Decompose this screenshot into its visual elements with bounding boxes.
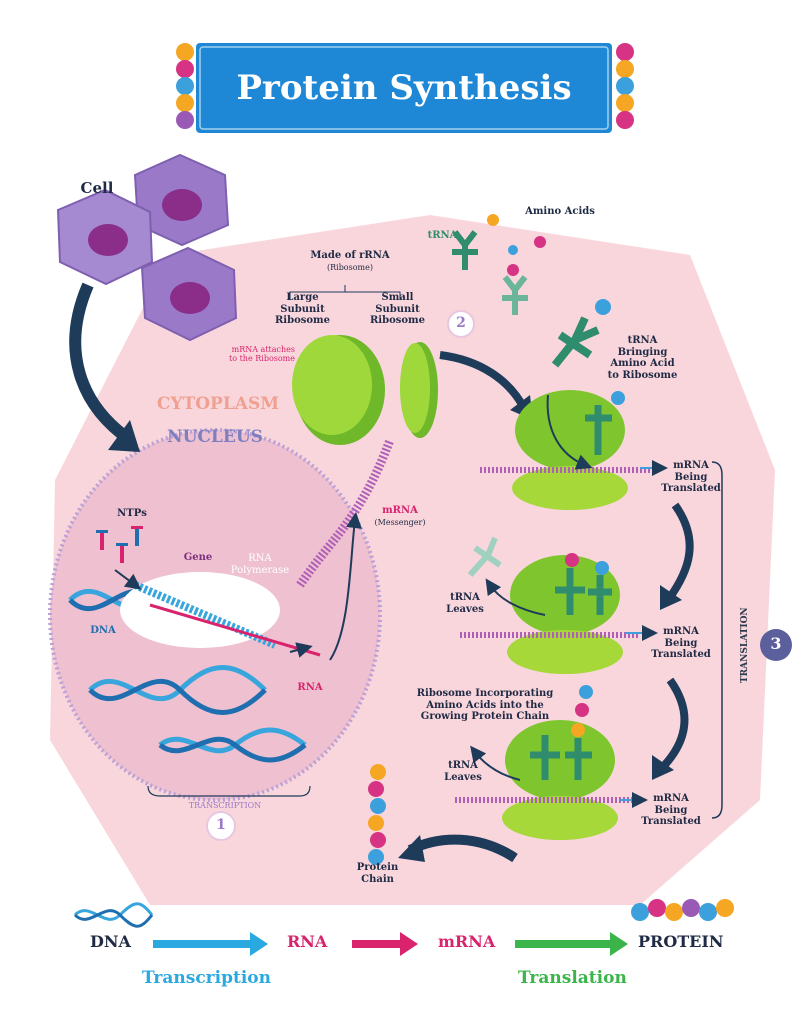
trna-leaving: [467, 536, 502, 578]
bottom-dna-icon: [73, 902, 154, 928]
cytoplasm-label: CYTOPLASM: [156, 394, 280, 414]
flow-rna: RNA: [287, 932, 328, 951]
ribosome-1: [480, 390, 660, 510]
rna-polymerase-label: RNA Polymerase: [230, 553, 290, 576]
title-container: Protein Synthesis: [196, 43, 612, 133]
cell-to-nucleus-arrow: [69, 282, 134, 445]
flow-arrow-dna-rna: [153, 932, 268, 956]
title-beads-right: [616, 43, 634, 129]
mrna-translated-label-2: mRNA Being Translated: [651, 626, 711, 660]
protein-chain-label: Protein Chain: [356, 862, 399, 885]
amino-acids-label: Amino Acids: [525, 206, 595, 217]
dna-helix-lower: [88, 665, 267, 715]
rna-transcript: [149, 603, 321, 657]
dna-helix-bottom: [158, 727, 307, 763]
cell-label: Cell: [80, 179, 114, 197]
title-banner: [196, 43, 612, 133]
step-3-badge: [760, 629, 792, 661]
mrna-translated-label-3: mRNA Being Translated: [641, 793, 701, 827]
trna-label-top: tRNA: [427, 230, 458, 241]
ribosome-incorporating-label: Ribosome Incorporating Amino Acids into …: [416, 688, 554, 722]
bottom-protein-beads: [631, 899, 734, 921]
flow-translation: Translation: [518, 968, 627, 988]
transcription-caption: TRANSCRIPTION: [188, 801, 262, 810]
small-subunit-ribosome: [400, 342, 438, 438]
trna-bringing-label: tRNA Bringing Amino Acid to Ribosome: [607, 335, 678, 381]
large-subunit-ribosome: [292, 335, 385, 445]
flow-mrna: mRNA: [438, 932, 496, 951]
flow-arrow-rna-mrna: [352, 932, 418, 956]
translation-bracket: [711, 461, 723, 819]
ribosome-paren-label: (Ribosome): [326, 263, 373, 272]
ribosome-2: [460, 553, 640, 674]
nucleus-label: NUCLEUS: [167, 427, 263, 447]
gene-label: Gene: [183, 552, 213, 563]
large-subunit-label: Large Subunit Ribosome: [274, 292, 330, 326]
mrna-attaches-label: mRNA attaches to the Ribosome: [229, 345, 295, 364]
dna-label: DNA: [90, 625, 116, 636]
rna-polymerase-bubble: [120, 572, 280, 648]
page-title: Protein Synthesis: [236, 68, 572, 108]
translation-caption: TRANSLATION: [739, 607, 750, 684]
trna-leaves-label-1: tRNA Leaves: [446, 592, 484, 615]
step-2-badge: [447, 310, 475, 338]
trna-molecule: [502, 275, 528, 315]
small-subunit-label: Small Subunit Ribosome: [369, 292, 425, 326]
trna-molecule: [452, 230, 478, 270]
ntps-cluster: [96, 526, 143, 563]
rna-label: RNA: [297, 682, 323, 693]
flow-dna: DNA: [90, 932, 131, 951]
trna-leaves-label-2: tRNA Leaves: [444, 760, 482, 783]
flow-protein: PROTEIN: [638, 932, 724, 951]
step-3-label: 3: [770, 634, 782, 653]
ribosome-3: [455, 685, 635, 840]
trna-bringing: [551, 316, 600, 368]
flow-transcription: Transcription: [142, 968, 271, 988]
step-1-badge: [206, 811, 236, 841]
protein-chain: [368, 764, 386, 865]
transcription-bracket: [147, 785, 311, 797]
mrna-translated-label-1: mRNA Being Translated: [661, 460, 721, 494]
ntps-label: NTPs: [117, 508, 147, 519]
made-of-rrna-label: Made of rRNA: [310, 250, 390, 261]
step-1-label: 1: [216, 817, 226, 833]
messenger-label: (Messenger): [374, 518, 426, 527]
title-beads-left: [176, 43, 194, 129]
flow-arrow-mrna-protein: [515, 932, 628, 956]
cell-cluster: [56, 153, 238, 342]
step-2-label: 2: [456, 315, 466, 331]
mrna-label: mRNA: [382, 505, 418, 516]
